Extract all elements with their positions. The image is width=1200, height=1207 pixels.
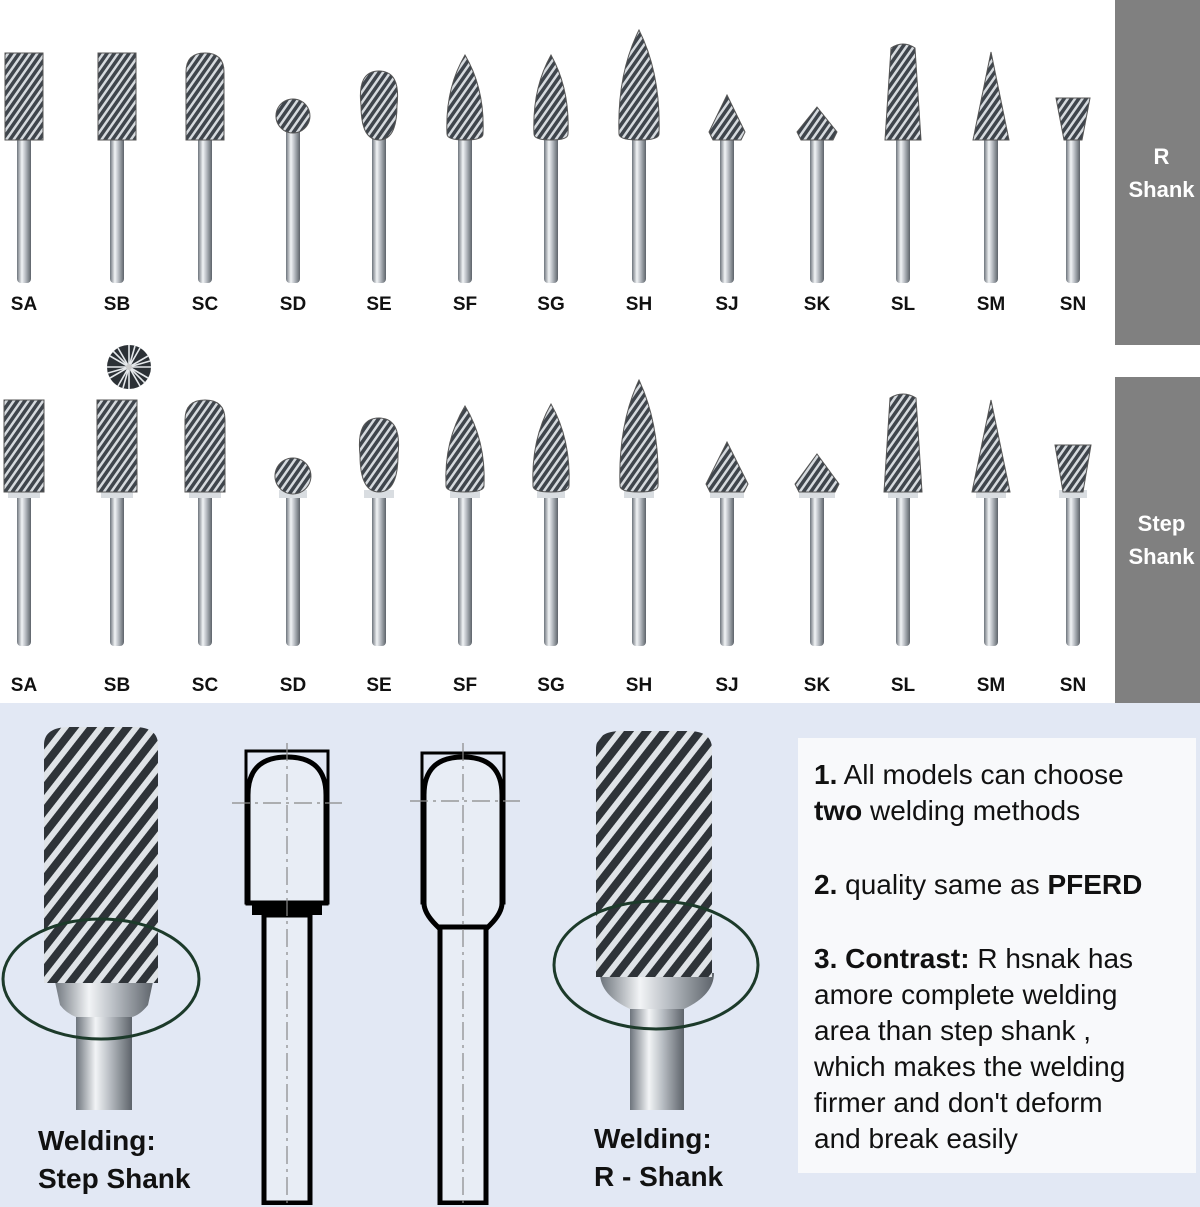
r-shank-tab-line1: R	[1153, 143, 1170, 169]
sb-end-view-image	[107, 345, 151, 389]
r-shank-burr-sk	[796, 106, 838, 283]
r-shank-label-sc: SC	[191, 294, 219, 315]
step-shank-label-sf: SF	[452, 675, 478, 696]
r-shank-burr-sa	[4, 52, 44, 283]
r-shank-burr-sg	[533, 53, 569, 283]
step-shank-burr-sk	[794, 453, 840, 646]
step-shank-tab: Step Shank	[1115, 377, 1200, 703]
r-shank-label-sk: SK	[803, 294, 831, 315]
r-shank-burr-sc	[185, 52, 225, 283]
welding-step-line1: Welding:	[38, 1125, 156, 1156]
welding-r-shank-label: Welding: R - Shank	[594, 1120, 723, 1196]
step-shank-label-sc: SC	[191, 675, 219, 696]
welding-r-line2: R - Shank	[594, 1161, 724, 1192]
note-1-text-a: All models can choose	[843, 759, 1124, 790]
r-shank-label-sm: SM	[976, 294, 1006, 315]
r-shank-label-sg: SG	[537, 294, 565, 315]
r-shank-burr-sn	[1055, 97, 1091, 283]
welding-r-line1: Welding:	[594, 1123, 712, 1154]
step-shank-drawing	[232, 743, 342, 1205]
r-shank-burr-sh	[618, 28, 660, 283]
r-shank-label-sb: SB	[103, 294, 131, 315]
r-shank-drawing	[410, 743, 520, 1205]
r-shank-label-sf: SF	[452, 294, 478, 315]
r-shank-photo	[552, 731, 760, 1110]
step-shank-label-sa: SA	[10, 675, 38, 696]
step-shank-tab-line1: Step	[1137, 511, 1186, 536]
r-shank-label-se: SE	[366, 294, 392, 315]
note-1: 1. All models can choose two welding met…	[814, 757, 1124, 829]
r-shank-label-sd: SD	[279, 294, 307, 315]
note-2: 2. quality same as PFERD	[814, 867, 1142, 903]
note-3-line1: R hsnak has	[977, 943, 1134, 974]
r-shank-burr-se	[359, 70, 399, 283]
welding-step-line2: Step Shank	[38, 1163, 191, 1194]
step-shank-burr-se	[358, 417, 400, 646]
step-shank-burr-sj	[705, 440, 749, 646]
r-shank-burr-sf	[446, 54, 484, 283]
r-shank-label-sj: SJ	[715, 294, 739, 315]
note-2-bold: PFERD	[1047, 869, 1143, 900]
note-3-line2: amore complete welding	[814, 979, 1118, 1010]
step-shank-label-sd: SD	[279, 675, 307, 696]
step-shank-label-sk: SK	[803, 675, 831, 696]
r-shank-burr-sm	[972, 51, 1010, 283]
r-shank-label-sa: SA	[10, 294, 38, 315]
welding-step-shank-label: Welding: Step Shank	[38, 1122, 190, 1198]
r-shank-burr-sj	[708, 93, 746, 283]
note-2-number: 2.	[814, 869, 838, 900]
step-shank-burr-sh	[619, 378, 659, 646]
r-shank-burr-sl	[884, 43, 922, 283]
note-3-bold: Contrast:	[845, 943, 970, 974]
note-1-bold: two	[814, 795, 863, 826]
r-shank-tab-line2: Shank	[1128, 176, 1195, 202]
step-shank-burr-sb	[96, 399, 138, 646]
step-shank-burr-sf	[445, 405, 485, 646]
note-3: 3. Contrast: R hsnak has amore complete …	[814, 941, 1133, 1157]
step-shank-burr-sl	[883, 393, 923, 646]
step-shank-label-sg: SG	[537, 675, 565, 696]
r-shank-burr-sd	[275, 98, 311, 283]
step-shank-burr-sd	[274, 457, 312, 646]
step-shank-burr-sg	[532, 402, 570, 646]
step-shank-burr-sn	[1054, 444, 1092, 646]
step-shank-label-sm: SM	[976, 675, 1006, 696]
note-3-line4: which makes the welding	[814, 1051, 1126, 1082]
step-shank-tab-line2: Shank	[1128, 544, 1195, 569]
step-shank-label-sh: SH	[625, 675, 653, 696]
step-shank-label-se: SE	[366, 675, 392, 696]
step-shank-burr-sa	[3, 399, 45, 646]
step-shank-label-sj: SJ	[715, 675, 739, 696]
notes-box	[798, 738, 1196, 1173]
note-1-text-b: welding methods	[870, 795, 1081, 826]
step-shank-label-sn: SN	[1059, 675, 1087, 696]
r-shank-label-sh: SH	[625, 294, 653, 315]
step-shank-label-sl: SL	[890, 675, 916, 696]
r-shank-tab: R Shank	[1115, 0, 1200, 345]
step-shank-photo	[1, 727, 201, 1110]
note-1-number: 1.	[814, 759, 838, 790]
r-shank-label-sl: SL	[890, 294, 916, 315]
note-3-line6: and break easily	[814, 1123, 1018, 1154]
r-shank-label-sn: SN	[1059, 294, 1087, 315]
note-2-text: quality same as	[845, 869, 1040, 900]
step-shank-burr-sm	[971, 399, 1011, 646]
step-shank-burr-sc	[184, 399, 226, 646]
step-shank-label-sb: SB	[103, 675, 131, 696]
r-shank-burr-sb	[97, 52, 137, 283]
note-3-number: 3.	[814, 943, 838, 974]
note-3-line5: firmer and don't deform	[814, 1087, 1103, 1118]
note-3-line3: area than step shank ,	[814, 1015, 1092, 1046]
